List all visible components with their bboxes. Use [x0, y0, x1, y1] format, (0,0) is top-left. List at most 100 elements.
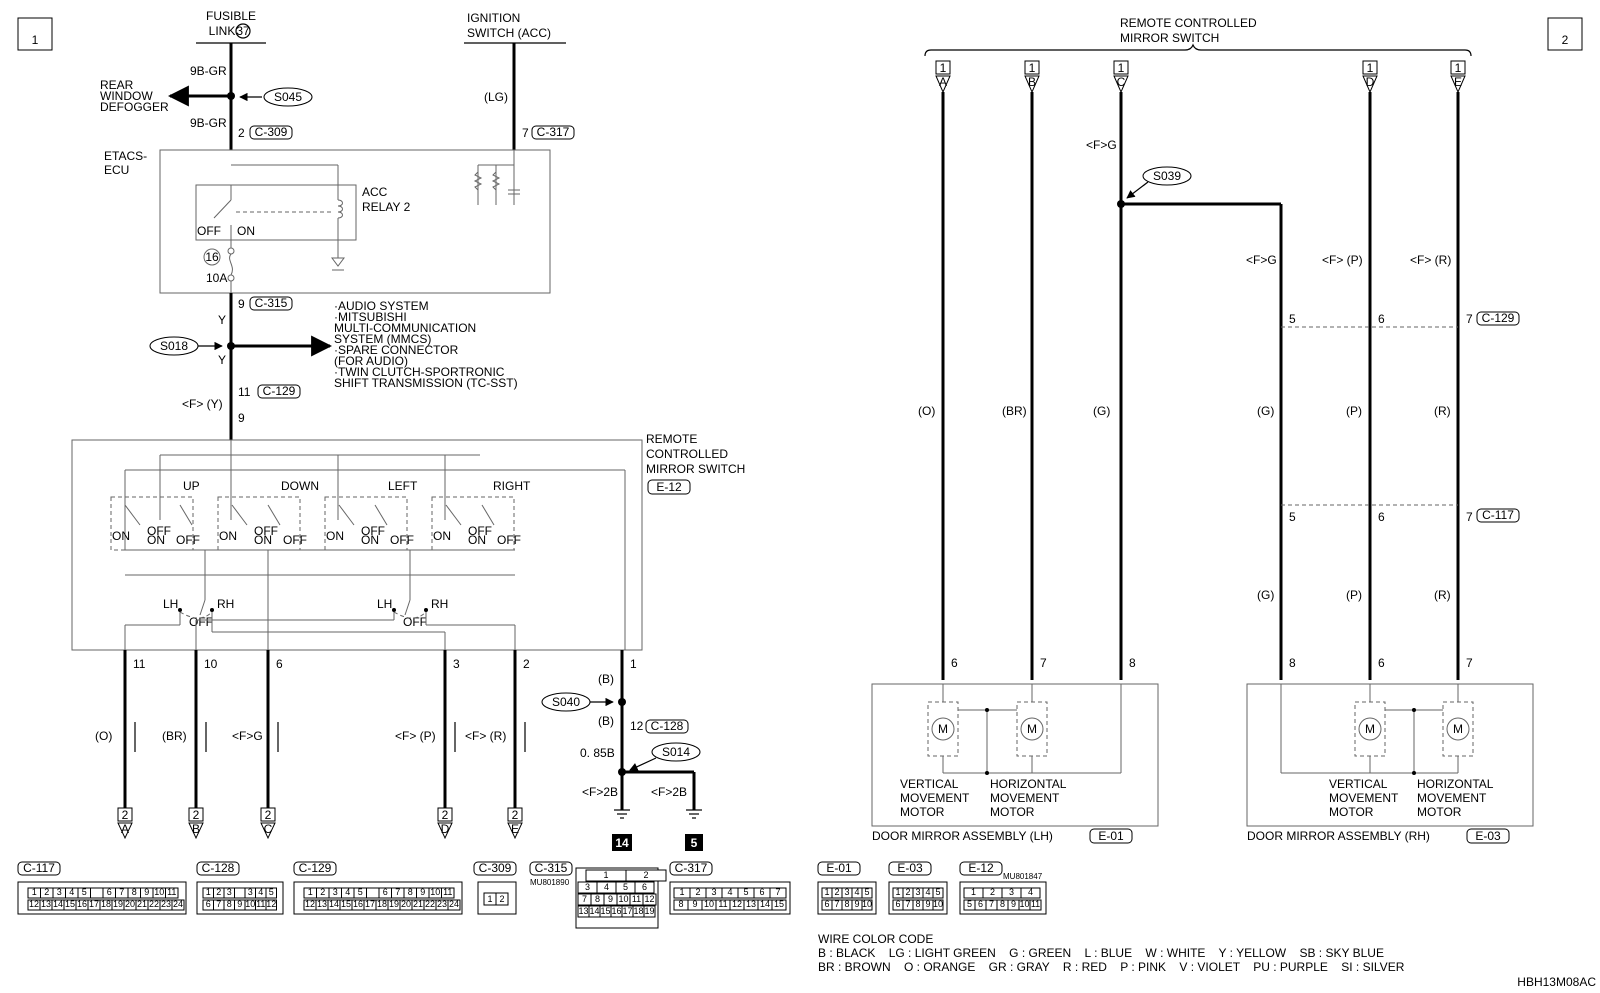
svg-text:13: 13	[317, 899, 327, 909]
from-connector-a: 1A	[935, 60, 951, 94]
svg-text:14: 14	[53, 899, 63, 909]
svg-text:6: 6	[1378, 656, 1385, 670]
svg-text:OFF: OFF	[468, 524, 492, 538]
c117-pin-5: 5	[1289, 510, 1296, 524]
svg-text:12: 12	[29, 899, 39, 909]
svg-text:4: 4	[727, 887, 732, 897]
svg-text:8: 8	[915, 899, 920, 909]
svg-text:6: 6	[951, 656, 958, 670]
svg-text:4: 4	[854, 887, 859, 897]
svg-text:7: 7	[395, 887, 400, 897]
svg-text:C-117: C-117	[23, 861, 55, 875]
svg-text:E-01: E-01	[1098, 829, 1124, 843]
svg-text:18: 18	[377, 899, 387, 909]
svg-text:6: 6	[383, 887, 388, 897]
svg-text:(BR): (BR)	[162, 729, 187, 743]
wire-label-b-bottom: (B)	[598, 714, 614, 728]
pin-11-c129: 11	[238, 385, 251, 399]
ground-symbol-5: 5	[685, 809, 703, 851]
svg-text:ECU: ECU	[104, 163, 129, 177]
svg-text:·SPARE CONNECTOR: ·SPARE CONNECTOR	[334, 343, 459, 357]
from-connector-b: 1B	[1024, 60, 1040, 94]
connector-tag-c315: C-315	[249, 296, 293, 311]
svg-text:1: 1	[679, 887, 684, 897]
svg-text:OFF: OFF	[390, 533, 414, 547]
svg-text:C-128: C-128	[651, 719, 684, 733]
svg-text:22: 22	[425, 899, 435, 909]
svg-text:9: 9	[854, 899, 859, 909]
svg-text:OFF: OFF	[176, 533, 200, 547]
svg-text:2: 2	[265, 808, 272, 822]
connector-tag-c309: C-309	[249, 125, 293, 140]
switch-output-a: 11(O)2A	[95, 650, 146, 840]
svg-text:1: 1	[1455, 61, 1462, 75]
svg-text:8: 8	[408, 887, 413, 897]
svg-text:18: 18	[633, 906, 643, 916]
svg-text:1: 1	[971, 887, 976, 897]
svg-text:8: 8	[227, 899, 232, 909]
connector-tag-c128-left: C-128	[645, 719, 689, 734]
svg-text:REAR: REAR	[100, 78, 134, 92]
door-mirror-assembly-lh: M M VERTICAL MOVEMENT MOTOR HORIZONTAL M…	[871, 683, 1159, 844]
svg-text:14: 14	[615, 836, 629, 850]
switch-output-c: 6<F>G2C	[232, 650, 283, 840]
connector-tag-c129-right: C-129	[1476, 311, 1520, 326]
svg-text:B: B	[192, 822, 200, 836]
svg-text:ON: ON	[433, 529, 451, 543]
svg-text:6: 6	[276, 657, 283, 671]
svg-text:·MITSUBISHI: ·MITSUBISHI	[334, 310, 407, 324]
from-connector-d: 1D	[1362, 60, 1378, 94]
connector-tag-c129-left: C-129	[257, 384, 301, 399]
svg-text:7: 7	[1466, 656, 1473, 670]
svg-text:37: 37	[236, 24, 250, 38]
svg-text:6: 6	[206, 899, 211, 909]
svg-text:DOOR MIRROR ASSEMBLY (LH): DOOR MIRROR ASSEMBLY (LH)	[872, 829, 1053, 843]
svg-text:12: 12	[305, 899, 315, 909]
svg-text:1: 1	[940, 61, 947, 75]
svg-text:1: 1	[206, 887, 211, 897]
from-connector-c: 1C	[1113, 60, 1129, 94]
svg-text:C-309: C-309	[255, 125, 288, 139]
right-title: REMOTE CONTROLLED MIRROR SWITCH	[924, 16, 1472, 57]
svg-text:3: 3	[711, 887, 716, 897]
svg-text:MULTI-COMMUNICATION: MULTI-COMMUNICATION	[334, 321, 476, 335]
connector-tag-c317: C-317	[531, 125, 575, 140]
svg-text:7: 7	[216, 899, 221, 909]
svg-text:24: 24	[449, 899, 459, 909]
svg-text:9: 9	[1011, 899, 1016, 909]
svg-text:6: 6	[107, 887, 112, 897]
ground-symbol-14: 14	[612, 809, 632, 851]
svg-text:D: D	[441, 822, 450, 836]
svg-text:21: 21	[413, 899, 423, 909]
svg-text:C-317: C-317	[675, 861, 708, 875]
svg-text:MIRROR SWITCH: MIRROR SWITCH	[1120, 31, 1219, 45]
svg-text:MOTOR: MOTOR	[1329, 805, 1374, 819]
svg-text:ETACS-: ETACS-	[104, 149, 147, 163]
pin-12-c128: 12	[630, 719, 644, 733]
svg-text:5: 5	[935, 887, 940, 897]
svg-text:E-03: E-03	[1475, 829, 1501, 843]
svg-text:ON: ON	[468, 533, 486, 547]
svg-text:20: 20	[401, 899, 411, 909]
svg-text:ACC: ACC	[362, 185, 388, 199]
svg-text:4: 4	[69, 887, 74, 897]
svg-text:MOTOR: MOTOR	[1417, 805, 1462, 819]
svg-text:S045: S045	[274, 90, 302, 104]
svg-text:3: 3	[1009, 887, 1014, 897]
pin-2: 2	[238, 126, 245, 140]
svg-text:3: 3	[585, 882, 590, 892]
svg-text:HORIZONTAL: HORIZONTAL	[990, 777, 1067, 791]
svg-text:8: 8	[595, 894, 600, 904]
svg-text:2: 2	[122, 808, 129, 822]
svg-text:E-01: E-01	[826, 861, 852, 875]
svg-text:24: 24	[173, 899, 183, 909]
svg-text:C-129: C-129	[263, 384, 296, 398]
svg-text:4: 4	[1028, 887, 1033, 897]
pin-9-c315: 9	[238, 297, 245, 311]
svg-text:20: 20	[125, 899, 135, 909]
svg-text:7: 7	[834, 899, 839, 909]
svg-text:2: 2	[695, 887, 700, 897]
svg-text:WINDOW: WINDOW	[100, 89, 153, 103]
